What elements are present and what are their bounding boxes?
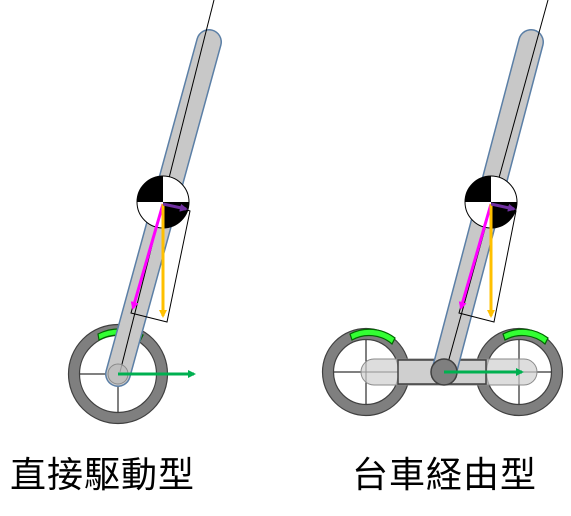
carriage-diagram — [321, 0, 564, 417]
left-arrow-magenta — [130, 203, 165, 310]
right-torque-arc-left — [349, 328, 396, 345]
caption-direct-drive: 直接駆動型 — [10, 455, 196, 496]
caption-via-carriage: 台車経由型 — [352, 455, 538, 496]
right-torque-arc-right — [502, 328, 549, 345]
left-arrow-purple — [162, 202, 188, 212]
direct-drive-diagram — [67, 0, 222, 425]
right-arrow-magenta — [458, 203, 493, 310]
right-center-of-mass-icon — [464, 175, 518, 229]
right-arrow-purple — [490, 202, 516, 212]
